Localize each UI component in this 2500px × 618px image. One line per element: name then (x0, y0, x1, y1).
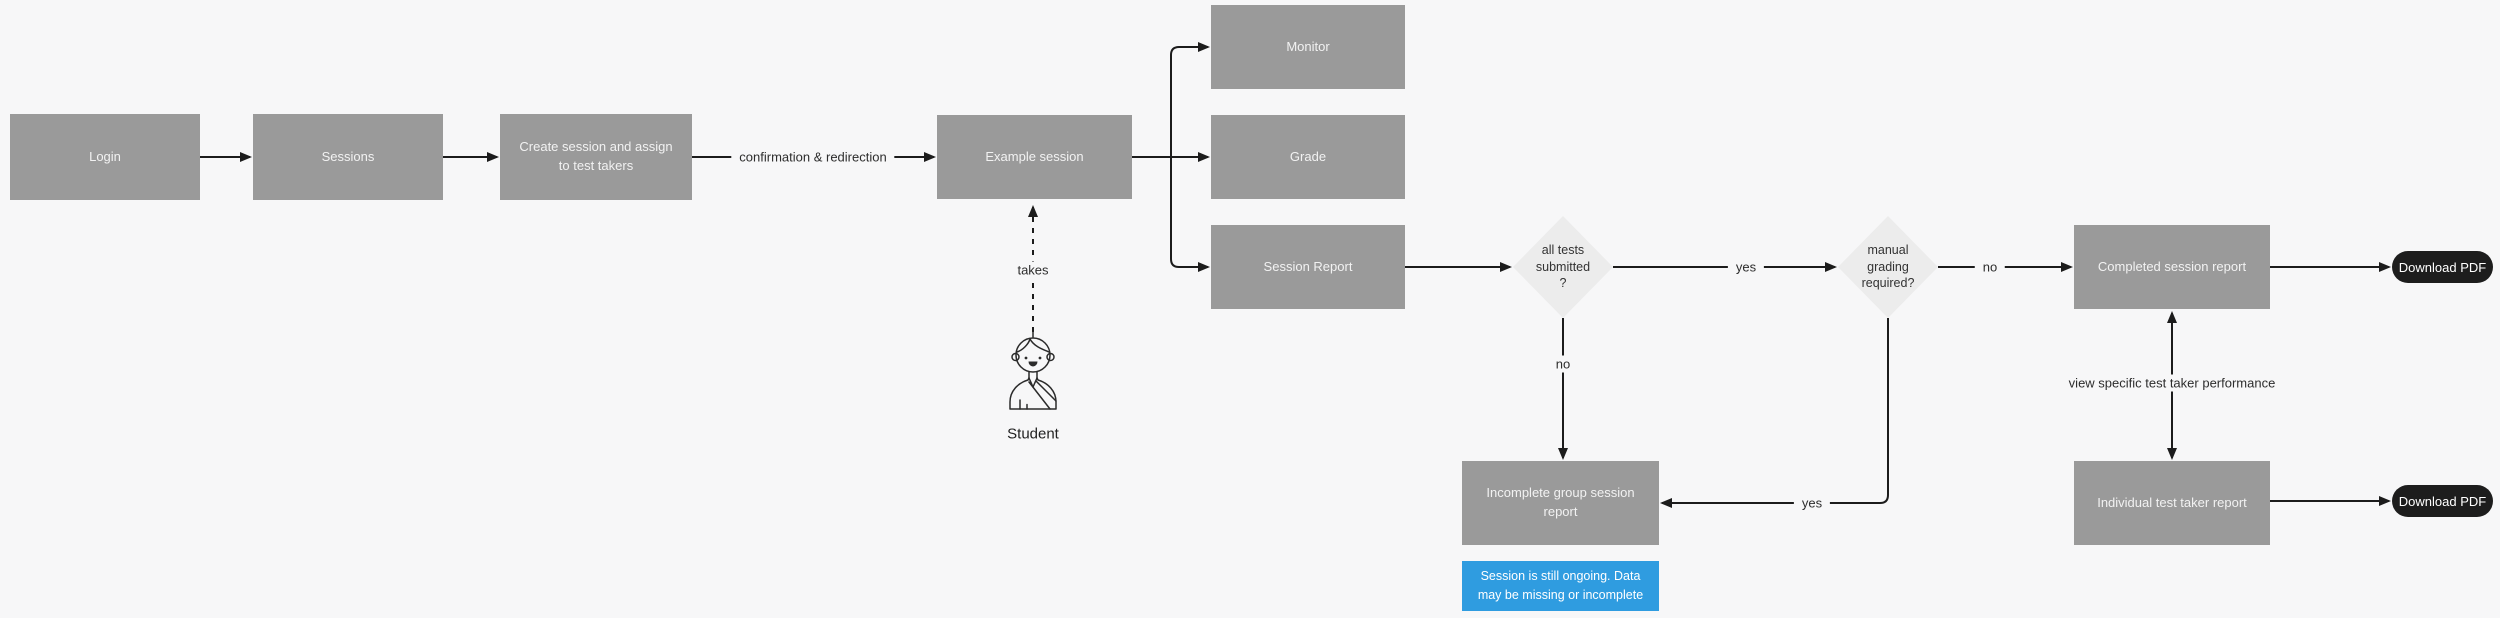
node-incomplete-group-session-report: Incomplete group session report (1462, 461, 1659, 545)
node-create-session: Create session and assign to test takers (500, 114, 692, 200)
decision-manual-grading-required: manual grading required? (1861, 242, 1915, 291)
download-pdf-completed-button[interactable]: Download PDF (2392, 251, 2493, 283)
edge-grading-incomplete-yes (1660, 318, 1889, 508)
node-monitor: Monitor (1211, 5, 1405, 89)
edge-label-yes-grading: yes (1793, 494, 1831, 512)
node-grade: Grade (1211, 115, 1405, 199)
decision-manual-grading-shape (1838, 216, 1938, 318)
node-sessions: Sessions (253, 114, 443, 200)
session-ongoing-note: Session is still ongoing. Data may be mi… (1462, 561, 1659, 611)
edge-label-takes: takes (1009, 261, 1057, 279)
node-session-report: Session Report (1211, 225, 1405, 309)
node-completed-session-report: Completed session report (2074, 225, 2270, 309)
node-example-session: Example session (937, 115, 1132, 199)
edge-label-yes-submitted: yes (1727, 258, 1765, 276)
edge-label-no-submitted: no (1547, 355, 1579, 373)
download-pdf-individual-button[interactable]: Download PDF (2392, 485, 2493, 517)
student-label: Student (1007, 425, 1059, 443)
student-icon (1009, 331, 1057, 410)
edge-label-confirmation-redirection: confirmation & redirection (731, 148, 895, 166)
decision-all-tests-submitted-shape (1513, 216, 1613, 318)
decision-all-tests-submitted: all tests submitted ? (1535, 242, 1591, 291)
edge-label-no-grading: no (1974, 258, 2006, 276)
edge-label-view-specific: view specific test taker performance (2060, 374, 2284, 392)
edge-example-monitor (1170, 42, 1210, 157)
node-individual-test-taker-report: Individual test taker report (2074, 461, 2270, 545)
node-login: Login (10, 114, 200, 200)
edge-example-session-report (1170, 157, 1210, 272)
